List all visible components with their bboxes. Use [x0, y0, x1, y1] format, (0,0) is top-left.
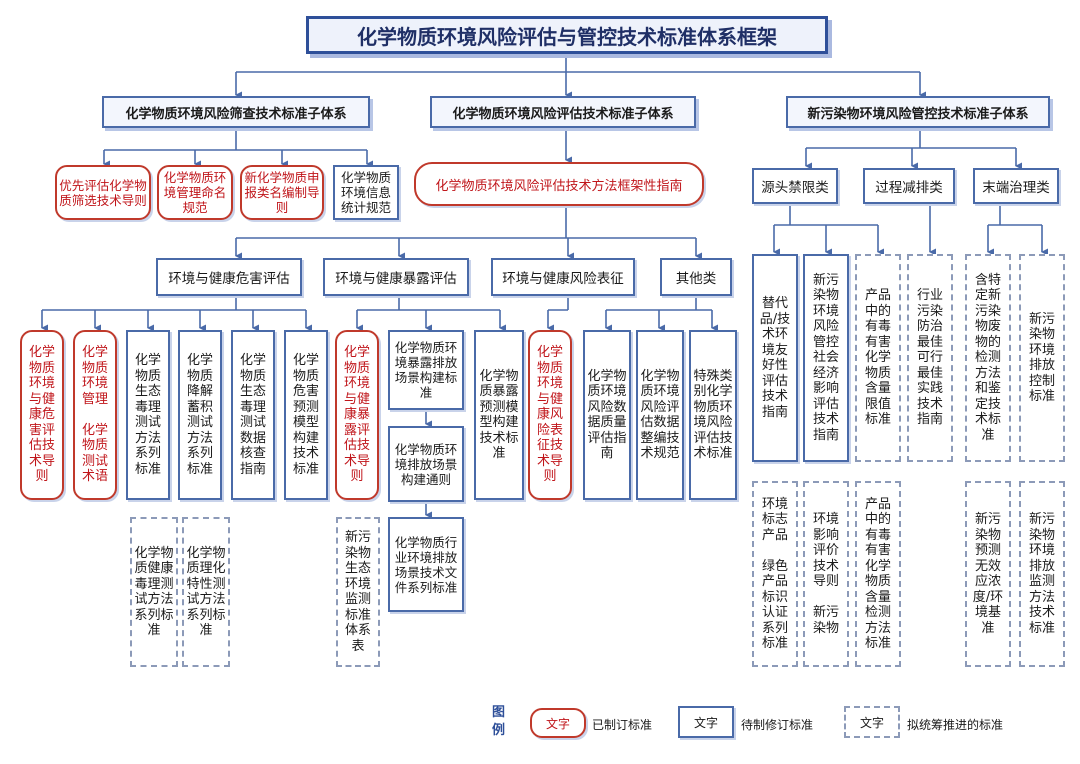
hazard-item-5: 化学物质生态毒理测试数据核查指南 [231, 330, 275, 500]
np-bottom-3: 产品中的有毒有害化学物质含量检测方法标准 [855, 481, 901, 667]
exposure-item-4: 化学物质行业环境排放场景技术文件系列标准 [388, 517, 464, 612]
legend-sample-planned: 文字 [844, 706, 900, 738]
np-category-end: 末端治理类 [973, 168, 1059, 204]
subsystem-new-pollutants: 新污染物环境风险管控技术标准子体系 [786, 96, 1050, 128]
legend-label-planned: 拟统筹推进的标准 [907, 718, 1004, 732]
diagram-title: 化学物质环境风险评估与管控技术标准体系框架 [306, 16, 828, 54]
other-item-3: 特殊类别化学物质环境风险评估技术标准 [689, 330, 737, 500]
exposure-dashed-1: 新污染物生态环境监测标准体系表 [336, 517, 380, 667]
np-bottom-5: 新污染物环境排放监测方法技术标准 [1019, 481, 1065, 667]
legend-sample-done: 文字 [530, 708, 586, 738]
np-bottom-1: 环境标志产品 绿色产品标识认证系列标准 [752, 481, 798, 667]
np-top-4: 行业污染防治最佳可行最佳实践技术指南 [907, 254, 953, 462]
other-item-1: 化学物质环境风险数据质量评估指南 [583, 330, 631, 500]
np-bottom-2: 环境影响评价技术导则 新污染物 [803, 481, 849, 667]
hazard-item-3: 化学物质生态毒理测试方法系列标准 [126, 330, 170, 500]
other-item-2: 化学物质环境风险评估数据整编技术规范 [636, 330, 684, 500]
category-other: 其他类 [660, 258, 732, 296]
screening-item-4: 化学物质环境信息统计规范 [333, 165, 399, 220]
legend-label-pending: 待制修订标准 [741, 718, 814, 732]
hazard-dashed-2: 化学物质理化特性测试方法系列标准 [182, 517, 230, 667]
exposure-item-5: 化学物质暴露预测模型构建技术标准 [474, 330, 524, 500]
screening-item-1: 优先评估化学物质筛选技术导则 [55, 165, 151, 220]
np-top-1: 替代品/技术环境友好性评估技术指南 [752, 254, 798, 462]
legend-label-done: 已制订标准 [592, 718, 653, 732]
exposure-item-1: 化学物质环境与健康暴露评估技术导则 [335, 330, 379, 500]
np-top-5: 含特定新污染物废物的检测方法和鉴定技术标准 [965, 254, 1011, 462]
hazard-dashed-1: 化学物质健康毒理测试方法系列标准 [130, 517, 178, 667]
category-exposure: 环境与健康暴露评估 [323, 258, 469, 296]
hazard-item-1: 化学物质环境与健康危害评估技术导则 [20, 330, 64, 500]
framework-guide: 化学物质环境风险评估技术方法框架性指南 [414, 162, 704, 206]
hazard-item-2: 化学物质环境管理 化学物质测试术语 [73, 330, 117, 500]
screening-item-3: 新化学物质申报类名编制导则 [240, 165, 324, 220]
np-category-process: 过程减排类 [863, 168, 955, 204]
exposure-item-3: 化学物质环境排放场景构建通则 [388, 426, 464, 502]
hazard-item-4: 化学物质降解蓄积测试方法系列标准 [178, 330, 222, 500]
np-top-2: 新污染物环境风险管控社会经济影响评估技术指南 [803, 254, 849, 462]
risk-item-1: 化学物质环境与健康风险表征技术导则 [528, 330, 572, 500]
category-hazard: 环境与健康危害评估 [156, 258, 302, 296]
category-risk: 环境与健康风险表征 [491, 258, 635, 296]
legend-title: 图例 [492, 705, 506, 738]
subsystem-assessment: 化学物质环境风险评估技术标准子体系 [430, 96, 696, 128]
np-top-3: 产品中的有毒有害化学物质含量限值标准 [855, 254, 901, 462]
exposure-item-2: 化学物质环境暴露排放场景构建标准 [388, 330, 464, 410]
legend-sample-pending: 文字 [678, 706, 734, 738]
hazard-item-6: 化学物质危害预测模型构建技术标准 [284, 330, 328, 500]
np-top-6: 新污染物环境排放控制标准 [1019, 254, 1065, 462]
subsystem-screening: 化学物质环境风险筛查技术标准子体系 [102, 96, 370, 128]
screening-item-2: 化学物质环境管理命名规范 [157, 165, 233, 220]
np-bottom-4: 新污染物预测无效应浓度/环境基准 [965, 481, 1011, 667]
np-category-source: 源头禁限类 [752, 168, 838, 204]
